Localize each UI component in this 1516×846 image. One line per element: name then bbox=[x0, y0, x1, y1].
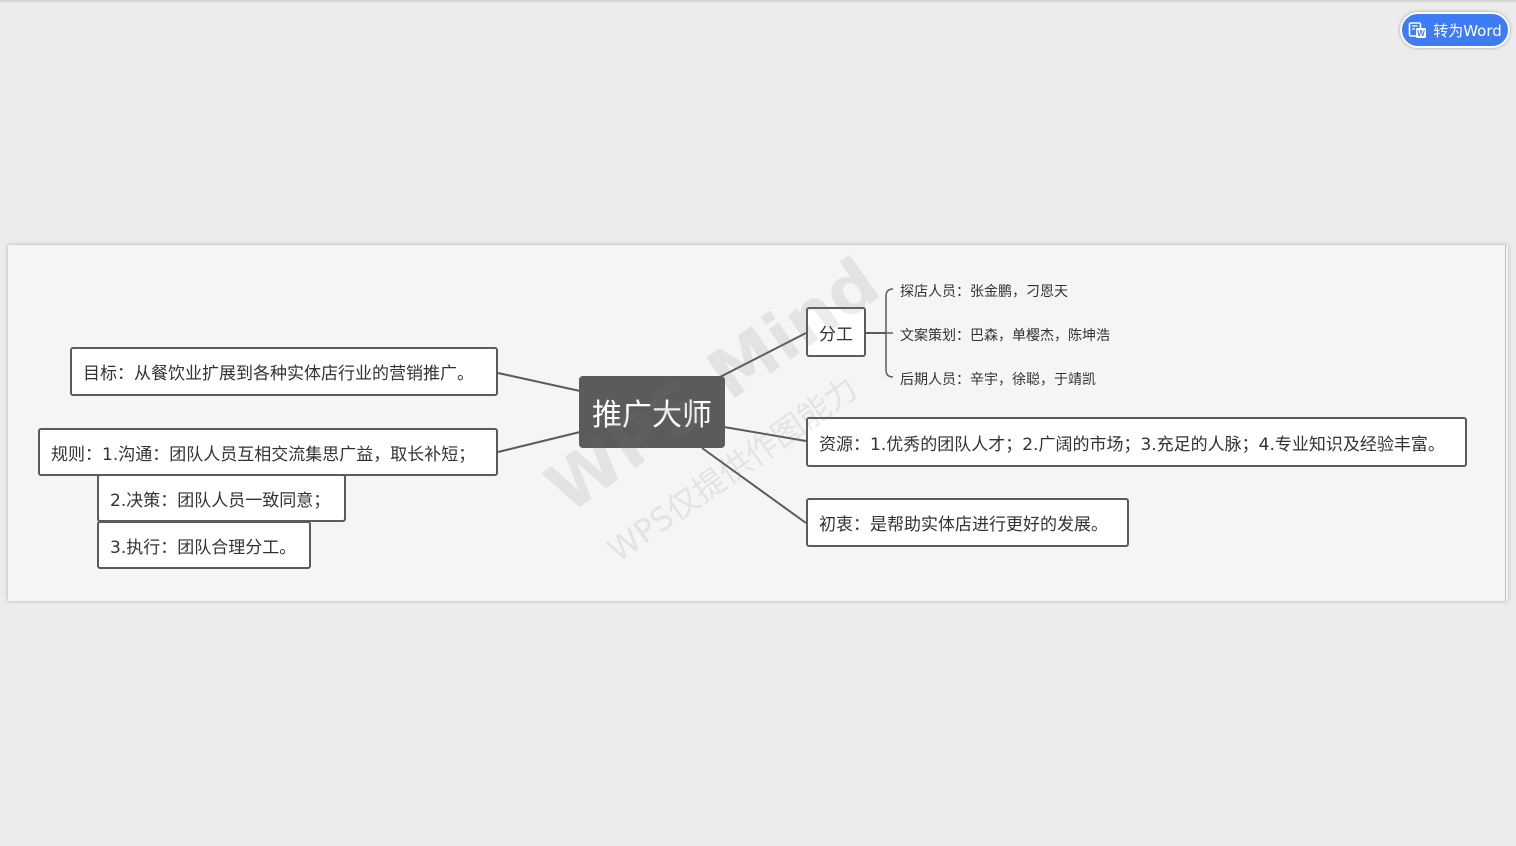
rules-text: 规则：1.沟通：团队人员互相交流集思广益，取长补短； bbox=[51, 444, 476, 465]
division-item-copywriting[interactable]: 文案策划：巴森，单樱杰，陈坤浩 bbox=[900, 328, 1110, 344]
rules-decision-text: 2.决策：团队人员一致同意； bbox=[110, 490, 331, 511]
division-node[interactable]: 分工 bbox=[806, 307, 866, 357]
rules-decision-node[interactable]: 2.决策：团队人员一致同意； bbox=[97, 474, 346, 522]
goal-text: 目标：从餐饮业扩展到各种实体店行业的营销推广。 bbox=[83, 364, 474, 384]
goal-node[interactable]: 目标：从餐饮业扩展到各种实体店行业的营销推广。 bbox=[70, 347, 498, 396]
word-convert-icon: W bbox=[1408, 20, 1428, 40]
intention-text: 初衷：是帮助实体店进行更好的发展。 bbox=[819, 515, 1108, 535]
intention-node[interactable]: 初衷：是帮助实体店进行更好的发展。 bbox=[806, 498, 1129, 547]
canvas-right-border bbox=[1505, 245, 1506, 601]
rules-execution-text: 3.执行：团队合理分工。 bbox=[110, 537, 297, 558]
resources-text: 资源：1.优秀的团队人才；2.广阔的市场；3.充足的人脉；4.专业知识及经验丰富… bbox=[819, 434, 1445, 455]
top-divider bbox=[0, 0, 1516, 2]
connector-rules bbox=[497, 431, 581, 453]
center-topic-text: 推广大师 bbox=[592, 398, 712, 433]
division-text: 分工 bbox=[819, 324, 853, 345]
center-topic-node[interactable]: 推广大师 bbox=[579, 376, 725, 448]
svg-text:W: W bbox=[1417, 29, 1425, 38]
division-item-postproduction[interactable]: 后期人员：辛宇，徐聪，于靖凯 bbox=[900, 372, 1096, 388]
resources-node[interactable]: 资源：1.优秀的团队人才；2.广阔的市场；3.充足的人脉；4.专业知识及经验丰富… bbox=[806, 417, 1467, 467]
connector-intention bbox=[701, 447, 807, 524]
connector-resources bbox=[723, 426, 807, 442]
convert-to-word-button[interactable]: W 转为Word bbox=[1400, 12, 1510, 48]
division-item-scouts[interactable]: 探店人员：张金鹏，刁恩天 bbox=[900, 284, 1068, 300]
rules-execution-node[interactable]: 3.执行：团队合理分工。 bbox=[97, 521, 311, 569]
connector-division bbox=[719, 332, 807, 378]
mindmap-canvas[interactable]: 目标：从餐饮业扩展到各种实体店行业的营销推广。 规则：1.沟通：团队人员互相交流… bbox=[8, 245, 1508, 601]
mindmap-connectors bbox=[497, 288, 894, 524]
rules-node[interactable]: 规则：1.沟通：团队人员互相交流集思广益，取长补短； bbox=[38, 428, 498, 476]
convert-to-word-label: 转为Word bbox=[1433, 21, 1502, 40]
connector-goal bbox=[497, 372, 581, 392]
